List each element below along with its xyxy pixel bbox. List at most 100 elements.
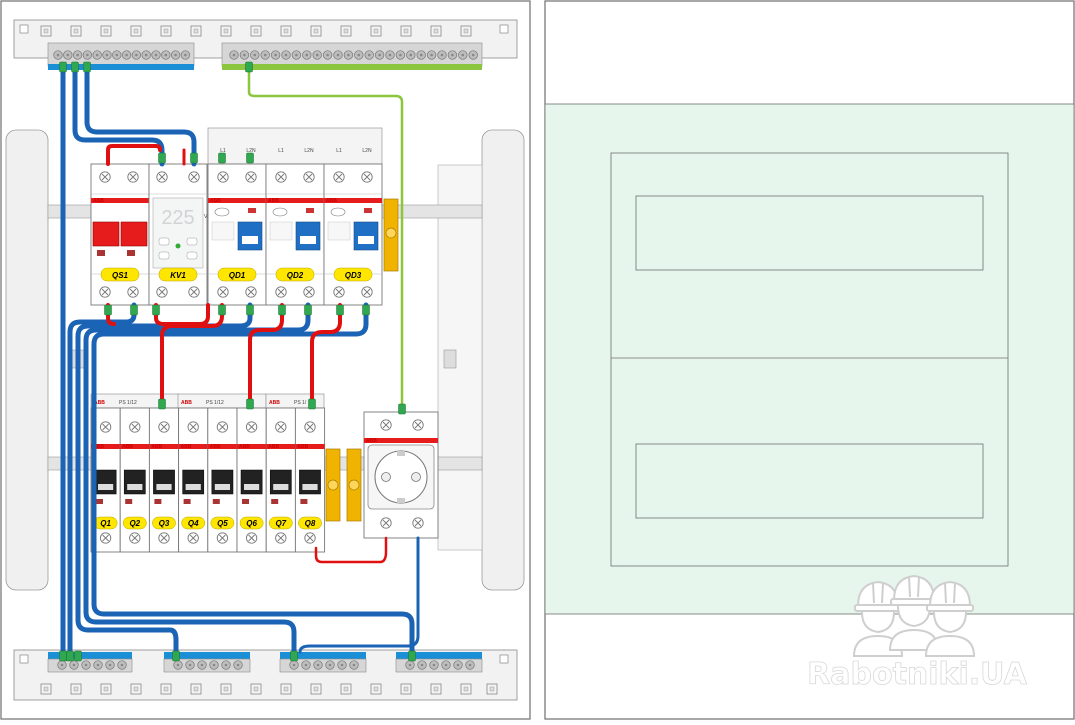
mount-clip xyxy=(340,683,352,695)
mount-clip xyxy=(40,683,52,695)
mount-clip xyxy=(460,25,472,37)
mount-clip xyxy=(220,683,232,695)
mount-clip xyxy=(190,25,202,37)
screw-icon xyxy=(304,421,316,433)
screw-icon xyxy=(349,660,359,670)
mount-clip xyxy=(340,25,352,37)
screw-icon xyxy=(69,660,79,670)
screw-icon xyxy=(291,50,302,60)
screw-icon xyxy=(129,532,141,544)
screw-icon xyxy=(239,50,250,60)
svg-text:ABB: ABB xyxy=(239,444,250,450)
screw-icon xyxy=(188,171,200,183)
screw-icon xyxy=(303,286,315,298)
device-label-q7: Q7 xyxy=(275,519,286,528)
wiring xyxy=(60,67,420,655)
end-clamps xyxy=(325,198,399,522)
screw-icon xyxy=(57,660,67,670)
screw-icon xyxy=(275,286,287,298)
screw-icon xyxy=(185,660,195,670)
din-socket: ABB xyxy=(363,411,439,539)
screw-icon xyxy=(333,286,345,298)
svg-text:L2N: L2N xyxy=(362,148,372,154)
mount-clip xyxy=(130,25,142,37)
screw-icon xyxy=(343,50,354,60)
svg-text:ABB: ABB xyxy=(181,400,192,406)
screw-icon xyxy=(156,286,168,298)
screw-icon xyxy=(281,50,291,60)
device-label-q6: Q6 xyxy=(246,519,257,528)
mount-clip xyxy=(280,25,292,37)
svg-text:ABB: ABB xyxy=(181,444,192,450)
screw-icon xyxy=(209,660,219,670)
screw-icon xyxy=(99,532,112,544)
mount-clip xyxy=(70,25,82,37)
screw-icon xyxy=(161,50,171,60)
earth-busbar xyxy=(222,64,482,70)
svg-text:ABB: ABB xyxy=(268,444,279,450)
wire-ferrules xyxy=(59,61,416,662)
device-label-q3: Q3 xyxy=(159,519,170,528)
screw-icon xyxy=(81,660,91,670)
screw-icon xyxy=(217,171,229,183)
svg-text:ABB: ABB xyxy=(94,400,105,406)
svg-text:ABB: ABB xyxy=(326,198,337,204)
screw-icon xyxy=(354,50,364,60)
earth-symbol-icon xyxy=(412,419,424,431)
screw-icon xyxy=(158,421,170,433)
screw-icon xyxy=(333,50,343,60)
screw-icon xyxy=(217,286,229,298)
mount-clip xyxy=(310,683,322,695)
screw-icon xyxy=(361,171,373,183)
screw-icon xyxy=(468,50,478,60)
screw-icon xyxy=(429,660,439,670)
neutral-bar-3 xyxy=(280,652,366,659)
screw-icon xyxy=(187,421,199,433)
svg-text:ABB: ABB xyxy=(122,444,133,450)
screw-icon xyxy=(245,286,257,298)
svg-text:V: V xyxy=(204,214,208,220)
screw-icon xyxy=(465,660,475,670)
screw-icon xyxy=(99,421,112,433)
mount-clip xyxy=(250,25,262,37)
busbar-label: PS 1/12 xyxy=(119,400,137,406)
device-label-q2: Q2 xyxy=(129,519,140,528)
mount-clip xyxy=(190,683,202,695)
neutral-bar-1 xyxy=(48,652,132,659)
device-label-kv1: KV1 xyxy=(170,271,186,280)
mount-clip xyxy=(40,25,52,37)
screw-icon xyxy=(105,660,115,670)
mount-clip xyxy=(486,683,498,695)
svg-text:ABB: ABB xyxy=(93,444,104,450)
device-label-qs1: QS1 xyxy=(112,271,129,280)
screw-icon xyxy=(156,171,168,183)
screw-icon xyxy=(245,171,257,183)
screw-icon xyxy=(93,660,103,670)
mount-clip xyxy=(310,25,322,37)
device-label-qd2: QD2 xyxy=(287,271,304,280)
screw-icon xyxy=(121,50,132,60)
watermark-text: Rabotniki.UA xyxy=(807,657,1027,692)
screw-icon xyxy=(416,50,426,60)
screw-icon xyxy=(188,286,200,298)
screw-icon xyxy=(131,50,142,60)
svg-text:ABB: ABB xyxy=(151,444,162,450)
mount-clip xyxy=(370,683,382,695)
screw-icon xyxy=(437,50,447,60)
svg-text:ABB: ABB xyxy=(269,400,280,406)
mount-clip xyxy=(400,25,412,37)
screw-icon xyxy=(245,421,258,433)
screw-icon xyxy=(216,532,229,544)
screw-icon xyxy=(117,660,127,670)
screw-icon xyxy=(275,171,287,183)
breaker-q3: ABB Q3 xyxy=(148,407,180,553)
